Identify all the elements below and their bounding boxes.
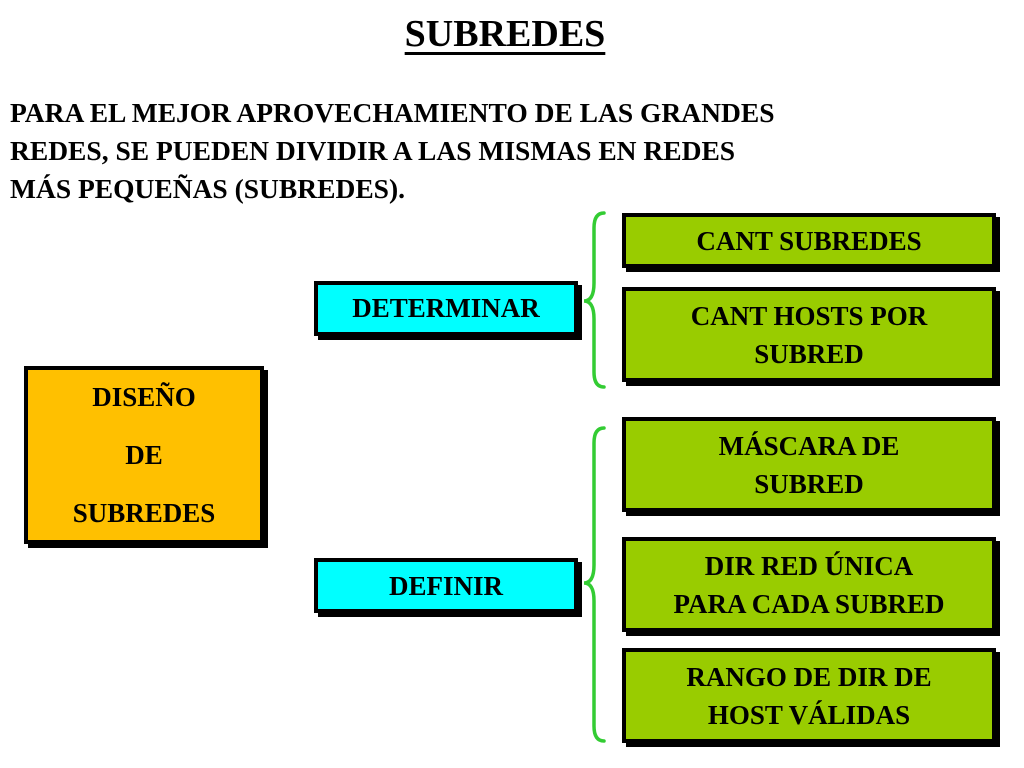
determinar-box: DETERMINAR xyxy=(314,281,578,336)
main-box-line: DISEÑO xyxy=(92,382,196,412)
item-dir-red-unica: DIR RED ÚNICA PARA CADA SUBRED xyxy=(622,537,996,632)
item-line: DIR RED ÚNICA xyxy=(704,550,914,581)
definir-label: DEFINIR xyxy=(388,570,503,601)
definir-box: DEFINIR xyxy=(314,558,578,613)
brace-definir xyxy=(583,426,606,743)
item-line: CANT HOSTS POR xyxy=(690,300,928,331)
intro-paragraph: PARA EL MEJOR APROVECHAMIENTO DE LAS GRA… xyxy=(10,94,1000,208)
item-cant-hosts: CANT HOSTS POR SUBRED xyxy=(622,287,996,382)
intro-line: MÁS PEQUEÑAS (SUBREDES). xyxy=(10,173,405,204)
intro-line: REDES, SE PUEDEN DIVIDIR A LAS MISMAS EN… xyxy=(10,135,736,166)
item-rango-dir-host: RANGO DE DIR DE HOST VÁLIDAS xyxy=(622,648,996,743)
item-line: SUBRED xyxy=(754,338,864,369)
intro-line: PARA EL MEJOR APROVECHAMIENTO DE LAS GRA… xyxy=(10,97,775,128)
item-line: HOST VÁLIDAS xyxy=(707,699,911,730)
item-line: RANGO DE DIR DE xyxy=(686,661,932,692)
determinar-label: DETERMINAR xyxy=(352,293,540,323)
brace-determinar xyxy=(583,211,606,389)
item-cant-subredes: CANT SUBREDES xyxy=(622,213,996,268)
item-line: PARA CADA SUBRED xyxy=(673,588,945,619)
diseno-subredes-box: DISEÑO DE SUBREDES xyxy=(24,366,264,544)
main-box-line: SUBREDES xyxy=(72,498,216,528)
item-mascara-subred: MÁSCARA DE SUBRED xyxy=(622,417,996,512)
page-title: SUBREDES xyxy=(404,13,606,55)
item-line: SUBRED xyxy=(754,468,864,499)
main-box-line: DE xyxy=(125,440,163,470)
item-line: MÁSCARA DE xyxy=(718,430,900,461)
item-line: CANT SUBREDES xyxy=(696,225,922,256)
